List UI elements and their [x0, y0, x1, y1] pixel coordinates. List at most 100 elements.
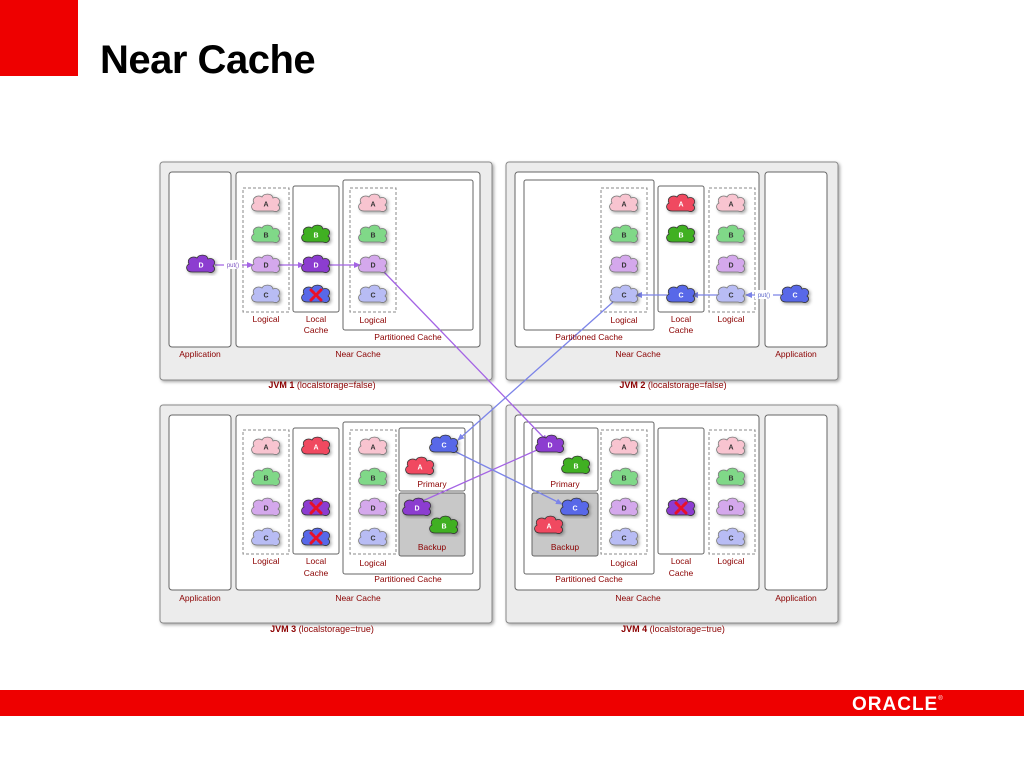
cache-entry-a: A: [251, 436, 281, 455]
cache-entry-c: C: [301, 284, 331, 303]
jvm1-caption: JVM 1 (localstorage=false): [268, 380, 375, 390]
local-cache-label: Local: [306, 314, 326, 324]
cache-entry-c: C: [358, 284, 388, 303]
cache-entries: DABDCBDCABDCABDCABCABDCCABDCADCABDCCADBD…: [186, 193, 810, 546]
cache-entry-key: A: [263, 445, 268, 452]
cache-entry-c: C: [609, 284, 639, 303]
cache-entry-a: A: [666, 193, 696, 212]
cache-entry-b: B: [358, 467, 388, 486]
local-cache-box: [657, 185, 705, 313]
near-cache-label: Near Cache: [615, 349, 661, 359]
cache-entry-d: D: [609, 497, 639, 516]
slide-title: Near Cache: [100, 38, 316, 82]
local-cache-box: [292, 427, 340, 555]
cache-entry-key: A: [370, 445, 375, 452]
cache-entry-key: D: [198, 263, 203, 270]
logical-label: Logical: [611, 558, 638, 568]
cache-entry-d: D: [609, 254, 639, 273]
cache-entry-key: B: [621, 233, 626, 240]
local-cache-label: Cache: [304, 568, 329, 578]
partitioned-cache-label: Partitioned Cache: [555, 574, 623, 584]
cache-entry-key: C: [370, 293, 375, 300]
local-cache-label: Local: [671, 314, 691, 324]
logical-label: Logical: [611, 315, 638, 325]
cache-entry-c: C: [358, 527, 388, 546]
logical-label: Logical: [253, 314, 280, 324]
logical-label: Logical: [718, 556, 745, 566]
cache-entry-b: B: [609, 224, 639, 243]
cache-entry-a: A: [609, 193, 639, 212]
put-label: put(): [227, 263, 239, 269]
cache-entry-b: B: [429, 515, 459, 534]
cache-entry-c: C: [666, 284, 696, 303]
logical-box: [349, 187, 397, 313]
cache-entry-d: D: [251, 254, 281, 273]
cache-entry-key: A: [263, 202, 268, 209]
application-label: Application: [179, 349, 221, 359]
logical-label: Logical: [360, 315, 387, 325]
cache-entry-a: A: [609, 436, 639, 455]
local-cache-label: Local: [671, 556, 691, 566]
cache-entry-key: C: [572, 506, 577, 513]
logical-box: [242, 429, 290, 555]
local-cache-label: Cache: [304, 325, 329, 335]
put-label-bg: [755, 290, 773, 299]
cache-entry-d: D: [251, 497, 281, 516]
cache-entry-b: B: [716, 224, 746, 243]
local-cache-label: Cache: [669, 325, 694, 335]
brand-red-block: [0, 0, 78, 76]
application-box: [168, 414, 232, 591]
cache-entry-c: C: [716, 527, 746, 546]
cache-entry-key: A: [621, 202, 626, 209]
application-label: Application: [775, 593, 817, 603]
cache-entry-d: D: [358, 254, 388, 273]
cache-entry-a: A: [251, 193, 281, 212]
cache-entry-key: B: [728, 476, 733, 483]
cache-entry-key: C: [728, 293, 733, 300]
partitioned-cache-label: Partitioned Cache: [374, 332, 442, 342]
jvm2-caption: JVM 2 (localstorage=false): [619, 380, 726, 390]
oracle-logo-text: ORACLE: [852, 694, 939, 715]
logical-label: Logical: [360, 558, 387, 568]
partitioned-cache-label: Partitioned Cache: [555, 332, 623, 342]
cache-entry-key: C: [370, 536, 375, 543]
jvm2-panel: [505, 161, 839, 381]
cache-entry-d: D: [186, 254, 216, 273]
cache-entry-key: B: [728, 233, 733, 240]
cache-entry-d: D: [666, 497, 696, 516]
cache-entry-d: D: [535, 434, 565, 453]
cache-entry-key: D: [547, 443, 552, 450]
cache-entry-key: A: [417, 465, 422, 472]
cache-entry-key: D: [728, 263, 733, 270]
cache-entry-key: A: [370, 202, 375, 209]
cache-entry-d: D: [716, 497, 746, 516]
cache-entry-key: D: [414, 506, 419, 513]
logical-label: Logical: [253, 556, 280, 566]
cache-entry-key: B: [573, 464, 578, 471]
application-label: Application: [775, 349, 817, 359]
jvm3-caption: JVM 3 (localstorage=true): [270, 624, 374, 634]
application-box: [764, 414, 828, 591]
cache-entry-c: C: [429, 434, 459, 453]
cache-entry-key: C: [678, 293, 683, 300]
cache-entry-key: D: [370, 506, 375, 513]
cache-entry-key: C: [728, 536, 733, 543]
cache-entry-d: D: [402, 497, 432, 516]
cache-entry-key: D: [728, 506, 733, 513]
logical-box: [600, 429, 648, 555]
data-flow-arrows: [215, 262, 781, 505]
application-label: Application: [179, 593, 221, 603]
cache-entry-key: A: [678, 202, 683, 209]
cache-entry-key: B: [370, 476, 375, 483]
cache-entry-a: A: [358, 193, 388, 212]
put-label-bg: [224, 260, 242, 269]
oracle-logo: ORACLE®: [852, 694, 944, 716]
cache-entry-key: B: [678, 233, 683, 240]
jvm4-caption: JVM 4 (localstorage=true): [621, 624, 725, 634]
primary-label: Primary: [417, 479, 447, 489]
cache-entry-b: B: [609, 467, 639, 486]
cache-entry-key: C: [621, 293, 626, 300]
logical-box: [600, 187, 648, 313]
logical-box: [242, 187, 290, 313]
cache-entry-c: C: [251, 527, 281, 546]
